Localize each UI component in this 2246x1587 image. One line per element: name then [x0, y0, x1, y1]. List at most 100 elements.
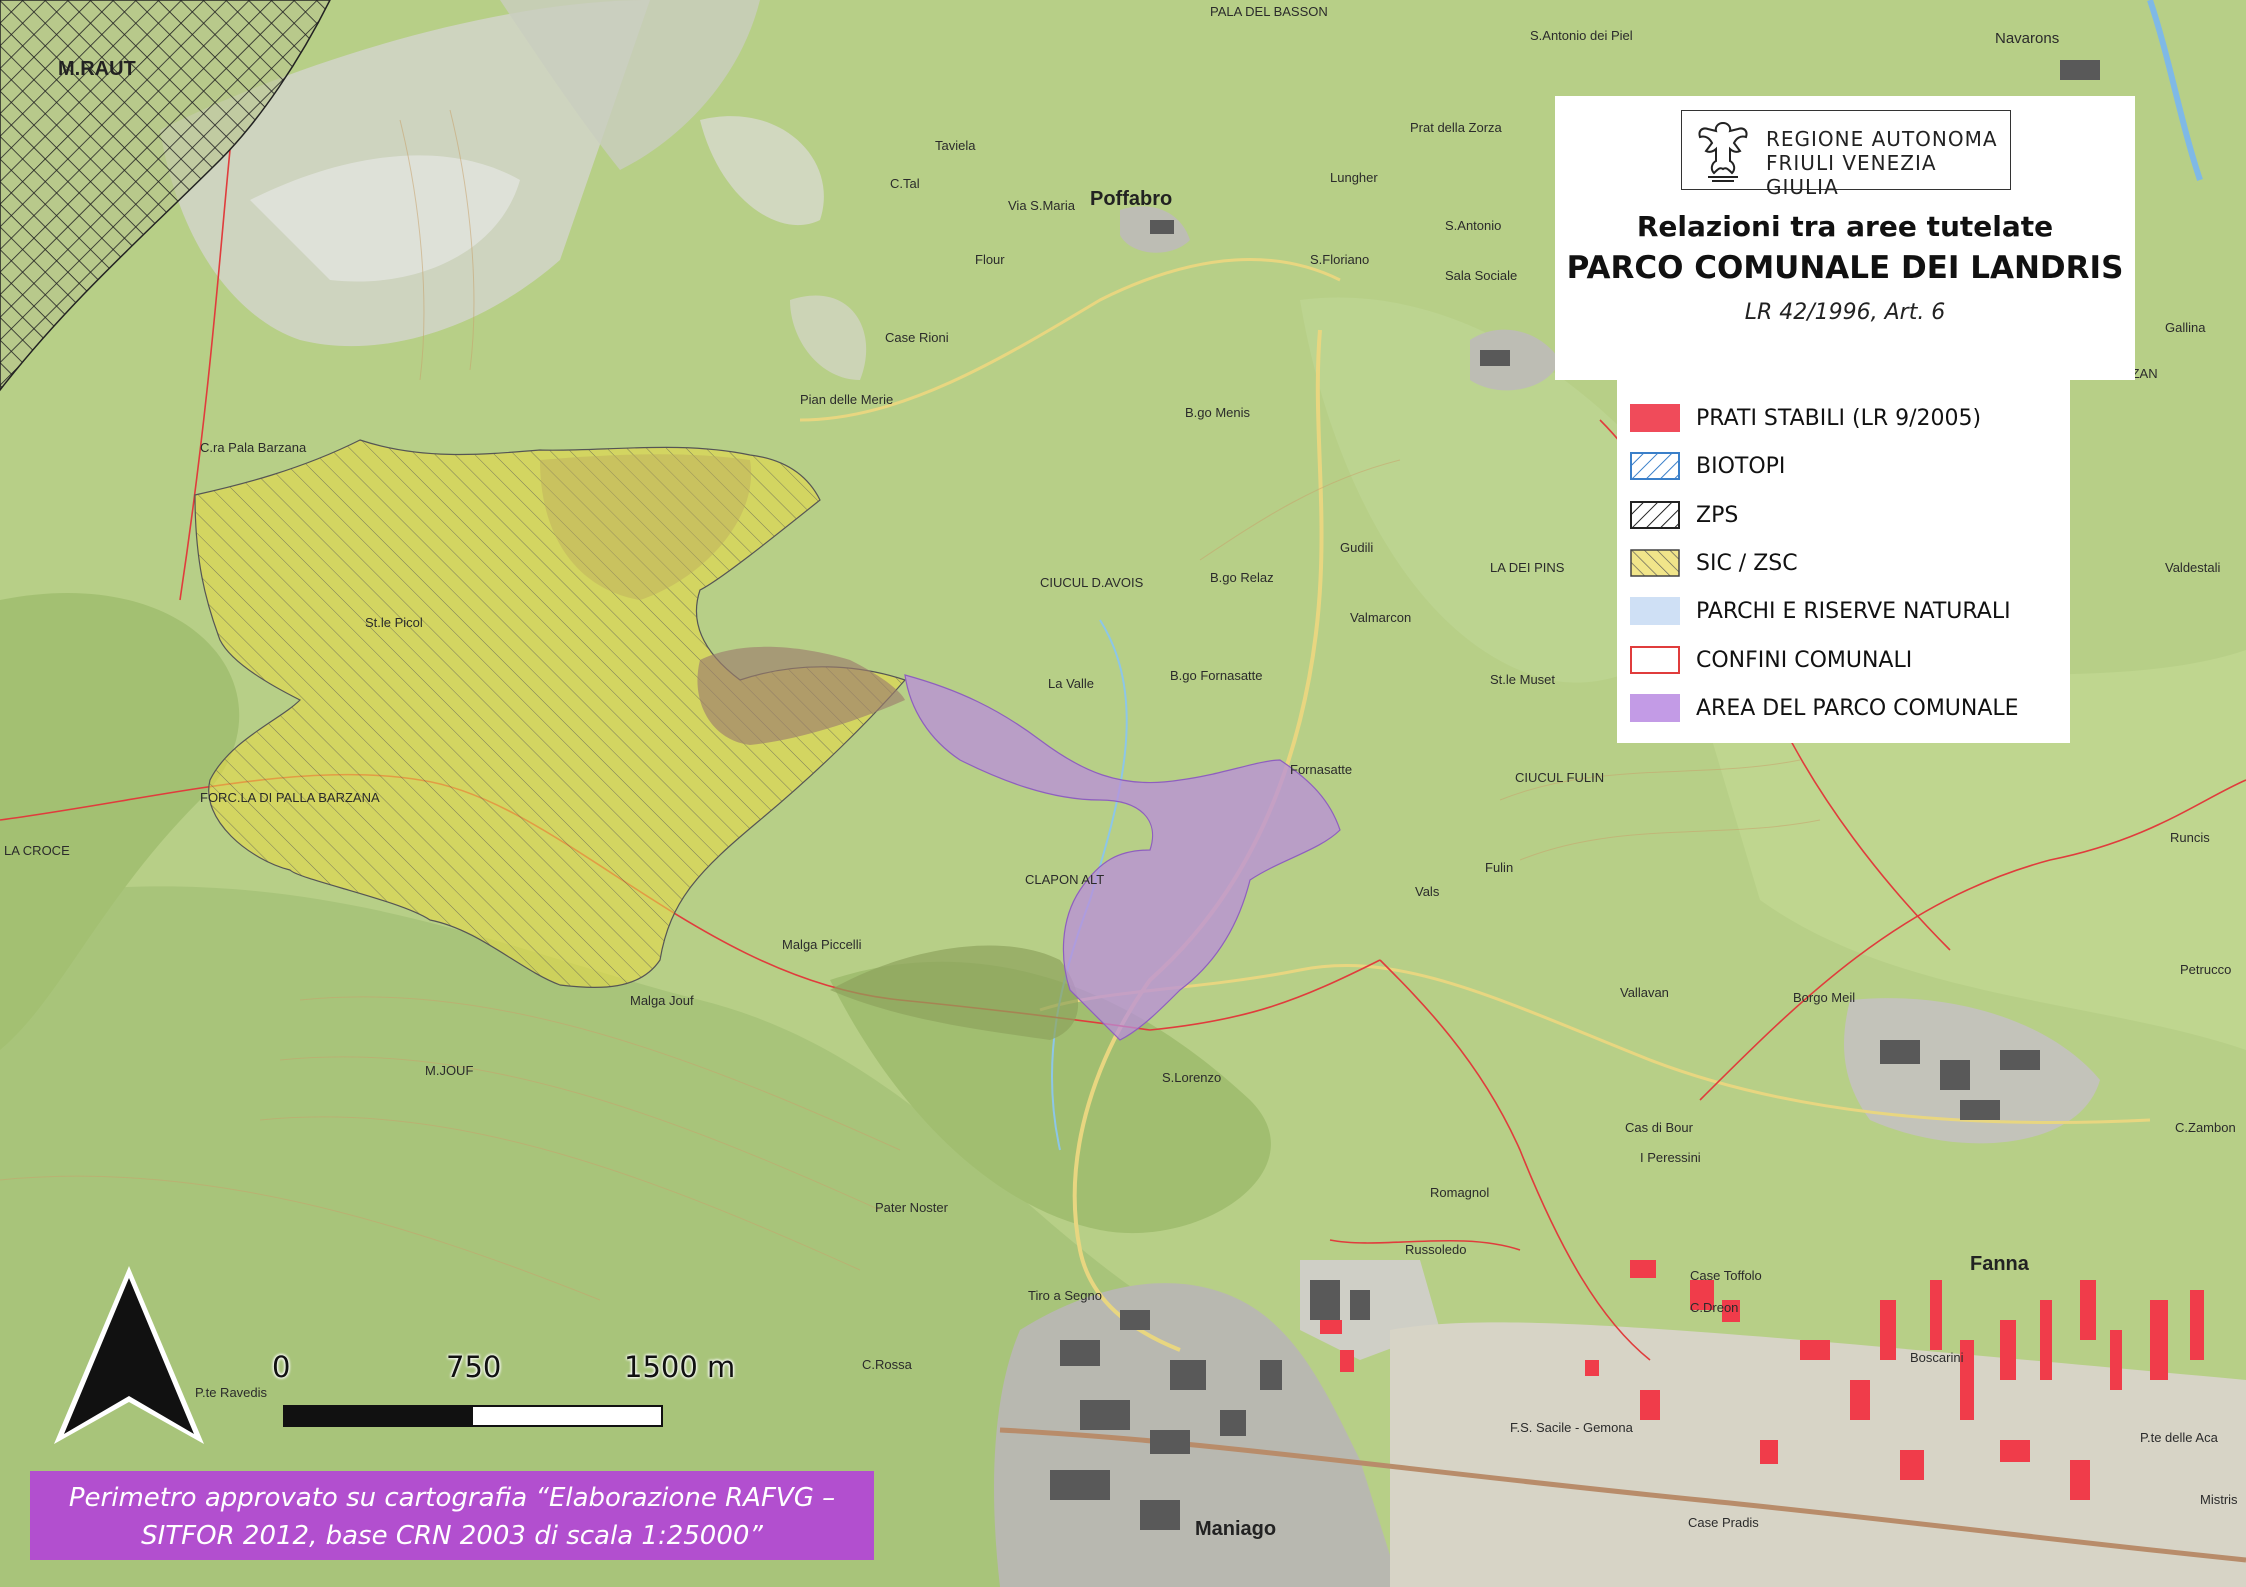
legend-item-biotopi: BIOTOPI — [1630, 450, 1785, 482]
map-label-case-toffolo: Case Toffolo — [1690, 1268, 1762, 1283]
map-label-flour: Flour — [975, 252, 1005, 267]
scale-label-zero: 0 — [272, 1350, 291, 1384]
caption-line-2: SITFOR 2012, base CRN 2003 di scala 1:25… — [141, 1521, 763, 1551]
scale-label-mid: 750 — [446, 1350, 502, 1384]
map-label-vals: Vals — [1415, 884, 1440, 899]
map-label-mistris: Mistris — [2200, 1492, 2238, 1507]
map-label-boscarini: Boscarini — [1910, 1350, 1964, 1365]
logo-line-1: REGIONE AUTONOMA — [1766, 127, 1998, 151]
scale-bar-white-segment — [473, 1407, 661, 1425]
map-label-la-croce: LA CROCE — [4, 843, 70, 858]
map-label-pala-del-basson: PALA DEL BASSON — [1210, 4, 1328, 19]
map-label-romagnol: Romagnol — [1430, 1185, 1490, 1200]
legend-item-zps: ZPS — [1630, 499, 1738, 531]
map-label-maniago: Maniago — [1195, 1518, 1277, 1540]
scale-bar-black-segment — [285, 1407, 473, 1425]
map-label-malga-piccelli: Malga Piccelli — [782, 937, 862, 952]
legend-swatch-parchi-riserve — [1630, 597, 1680, 625]
map-label-clapon-alt: CLAPON ALT — [1025, 872, 1105, 887]
map-label-valdestali: Valdestali — [2165, 560, 2221, 575]
legend-swatch-zps — [1630, 501, 1680, 529]
legend-item-parchi-riserve: PARCHI E RISERVE NATURALI — [1630, 595, 2011, 627]
legend-swatch-sic-zsc — [1630, 549, 1680, 577]
legend-label-prati-stabili: PRATI STABILI (LR 9/2005) — [1696, 405, 1982, 431]
map-label-case-pradis: Case Pradis — [1688, 1515, 1759, 1530]
map-label-c-ra-pala-barzana: C.ra Pala Barzana — [200, 440, 307, 455]
map-label-p-te-ravedis: P.te Ravedis — [195, 1385, 268, 1400]
map-label-m-raut: M.RAUT — [58, 58, 136, 80]
map-label-c-zambon: C.Zambon — [2175, 1120, 2236, 1135]
map-label-case-rioni: Case Rioni — [885, 330, 949, 345]
map-label-b-go-relaz: B.go Relaz — [1210, 570, 1274, 585]
legend-item-confini-comunali: CONFINI COMUNALI — [1630, 644, 1912, 676]
map-label-s-antonio-dei-piel: S.Antonio dei Piel — [1530, 28, 1633, 43]
map-label-b-go-menis: B.go Menis — [1185, 405, 1251, 420]
map-label-valmarcon: Valmarcon — [1350, 610, 1412, 625]
map-title-box: REGIONE AUTONOMA FRIULI VENEZIA GIULIA R… — [1555, 96, 2135, 380]
legend-label-confini-comunali: CONFINI COMUNALI — [1696, 647, 1913, 673]
map-label-pater-noster: Pater Noster — [875, 1200, 948, 1215]
map-label-prat-della-zorza: Prat della Zorza — [1410, 120, 1502, 135]
map-label-gudili: Gudili — [1340, 540, 1374, 555]
legend-swatch-confini-comunali — [1630, 646, 1680, 674]
legend-item-prati-stabili: PRATI STABILI (LR 9/2005) — [1630, 402, 1981, 434]
map-label-i-peressini: I Peressini — [1640, 1150, 1701, 1165]
legend-label-parchi-riserve: PARCHI E RISERVE NATURALI — [1696, 598, 2011, 624]
map-label-runcis: Runcis — [2170, 830, 2210, 845]
map-label-la-valle: La Valle — [1048, 676, 1095, 691]
map-label-russoledo: Russoledo — [1405, 1242, 1467, 1257]
legend-label-sic-zsc: SIC / ZSC — [1696, 550, 1798, 576]
legend-swatch-area-parco — [1630, 694, 1680, 722]
map-label-borgo-meil: Borgo Meil — [1793, 990, 1856, 1005]
map-label-gallina: Gallina — [2165, 320, 2206, 335]
legend-swatch-biotopi — [1630, 452, 1680, 480]
map-label-c-rossa: C.Rossa — [862, 1357, 912, 1372]
map-label-st-le-muset: St.le Muset — [1490, 672, 1556, 687]
region-logo-text: REGIONE AUTONOMA FRIULI VENEZIA GIULIA — [1766, 127, 2010, 199]
map-label-s-floriano: S.Floriano — [1310, 252, 1370, 267]
map-label-st-le-picol: St.le Picol — [365, 615, 423, 630]
map-label-malga-jouf: Malga Jouf — [630, 993, 694, 1008]
source-caption: Perimetro approvato su cartografia “Elab… — [30, 1471, 874, 1560]
map-label-via-s-maria: Via S.Maria — [1008, 198, 1075, 213]
caption-line-1: Perimetro approvato su cartografia “Elab… — [68, 1483, 836, 1513]
map-label-m-jouf: M.JOUF — [425, 1063, 474, 1078]
map-label-poffabro: Poffabro — [1090, 188, 1173, 210]
map-label-pian-delle-merie: Pian delle Merie — [800, 392, 894, 407]
legend-item-sic-zsc: SIC / ZSC — [1630, 547, 1798, 579]
map-label-forc-la-di-palla-barzana: FORC.LA DI PALLA BARZANA — [200, 790, 380, 805]
map-label-s-lorenzo: S.Lorenzo — [1162, 1070, 1222, 1085]
map-legend: PRATI STABILI (LR 9/2005) BIOTOPI ZPS SI… — [1617, 365, 2070, 743]
map-label-lungher: Lungher — [1330, 170, 1378, 185]
legend-label-biotopi: BIOTOPI — [1696, 453, 1786, 479]
map-label-s-antonio: S.Antonio — [1445, 218, 1502, 233]
legend-label-zps: ZPS — [1696, 502, 1739, 528]
map-label-ciucul-fulin: CIUCUL FULIN — [1515, 770, 1605, 785]
legend-label-area-parco: AREA DEL PARCO COMUNALE — [1696, 695, 2019, 721]
logo-line-2: FRIULI VENEZIA GIULIA — [1766, 151, 1937, 199]
eagle-icon — [1698, 121, 1748, 182]
map-title-line-2: PARCO COMUNALE DEI LANDRIS — [1566, 250, 2124, 286]
map-label-sala-sociale: Sala Sociale — [1445, 268, 1518, 283]
scale-label-end: 1500 m — [624, 1350, 736, 1384]
region-logo: REGIONE AUTONOMA FRIULI VENEZIA GIULIA — [1681, 110, 2011, 199]
map-label-cas-di-bour: Cas di Bour — [1625, 1120, 1693, 1135]
map-label-taviela: Taviela — [935, 138, 976, 153]
legend-swatch-prati-stabili — [1630, 404, 1680, 432]
north-arrow-icon — [54, 1266, 204, 1444]
map-label-ciucul-d-avois: CIUCUL D.AVOIS — [1040, 575, 1144, 590]
scale-bar: 0 750 1500 m — [250, 1350, 750, 1430]
map-title-line-1: Relazioni tra aree tutelate — [1636, 210, 2054, 243]
scale-bar-graphic — [283, 1405, 663, 1427]
map-label-c-tal: C.Tal — [890, 176, 920, 191]
map-label-navarons: Navarons — [1995, 30, 2060, 47]
map-title-line-3: LR 42/1996, Art. 6 — [1744, 300, 1946, 325]
map-label-vallavan: Vallavan — [1620, 985, 1669, 1000]
map-label-p-te-delle-aca: P.te delle Aca — [2140, 1430, 2218, 1445]
map-label-la-dei-pins: LA DEI PINS — [1490, 560, 1565, 575]
map-label-fs-sacile-gemona: F.S. Sacile - Gemona — [1510, 1420, 1633, 1435]
map-label-b-go-fornasatte: B.go Fornasatte — [1170, 668, 1263, 683]
map-label-fulin: Fulin — [1485, 860, 1514, 875]
map-label-fanna: Fanna — [1970, 1253, 2029, 1275]
legend-item-area-parco: AREA DEL PARCO COMUNALE — [1630, 692, 2019, 724]
